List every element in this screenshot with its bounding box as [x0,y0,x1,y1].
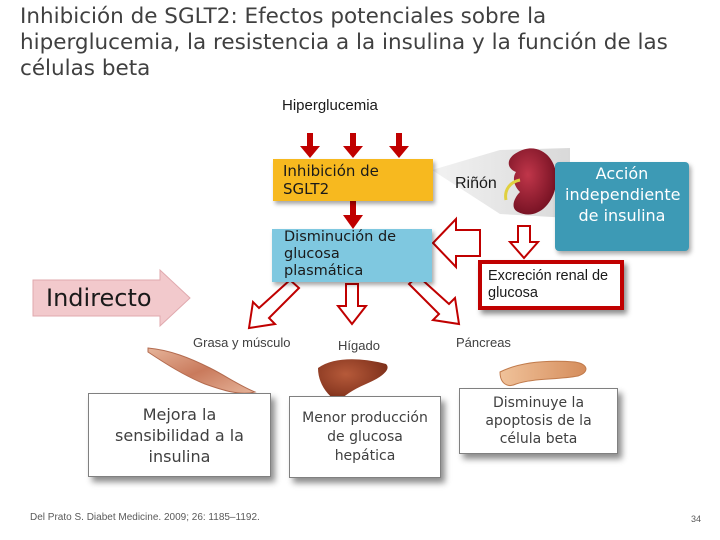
kidney-label: Riñón [455,175,497,192]
red-arrow-3 [389,133,409,158]
pancreas-label: Páncreas [456,335,511,350]
fat-muscle-label: Grasa y músculo [193,335,291,350]
liver-label: Hígado [338,338,380,353]
pancreas-icon [499,360,587,386]
red-arrow-4 [343,200,363,229]
renal-excretion-box: Excreción renal de glucosa [478,260,624,310]
insulin-independent-box: Acción independiente de insulina [555,162,689,251]
muscle-icon [147,347,257,394]
page-number: 34 [691,514,702,524]
red-arrow-2 [343,133,363,158]
hepatic-glucose-text: Menor producción de glucosa hepática [302,409,428,464]
hepatic-glucose-box: Menor producción de glucosa hepática [289,396,441,478]
slide-title: Inhibición de SGLT2: Efectos potenciales… [20,4,668,81]
indirect-label: Indirecto [46,284,152,312]
beta-apoptosis-box: Disminuye la apoptosis de la célula beta [459,388,618,454]
glucose-decrease-box: Disminución de glucosa plasmática [272,229,432,282]
glucose-decrease-text: Disminución de glucosa plasmática [284,229,397,279]
beta-apoptosis-text: Disminuye la apoptosis de la célula beta [485,395,592,447]
hollow-arrow-down-left [247,278,301,330]
renal-excretion-text: Excreción renal de glucosa [488,268,609,301]
kidney-icon [504,148,557,215]
liver-icon [318,359,388,402]
indirect-arrow-shape [32,268,191,328]
citation: Del Prato S. Diabet Medicine. 2009; 26: … [30,512,260,523]
hollow-arrow-left [431,216,481,270]
hollow-arrow-down-renal [507,225,541,260]
hollow-arrow-down-right [407,274,461,326]
hollow-arrow-down [335,283,369,326]
insulin-sensitivity-text: Mejora la sensibilidad a la insulina [115,404,244,466]
sglt2-inhibition-text: Inhibición de SGLT2 [283,162,379,198]
insulin-independent-text: Acción independiente de insulina [565,164,681,225]
hyperglycemia-label: Hiperglucemia [282,97,378,114]
insulin-sensitivity-box: Mejora la sensibilidad a la insulina [88,393,271,477]
sglt2-inhibition-box: Inhibición de SGLT2 [273,159,433,201]
red-arrow-1 [300,133,320,158]
